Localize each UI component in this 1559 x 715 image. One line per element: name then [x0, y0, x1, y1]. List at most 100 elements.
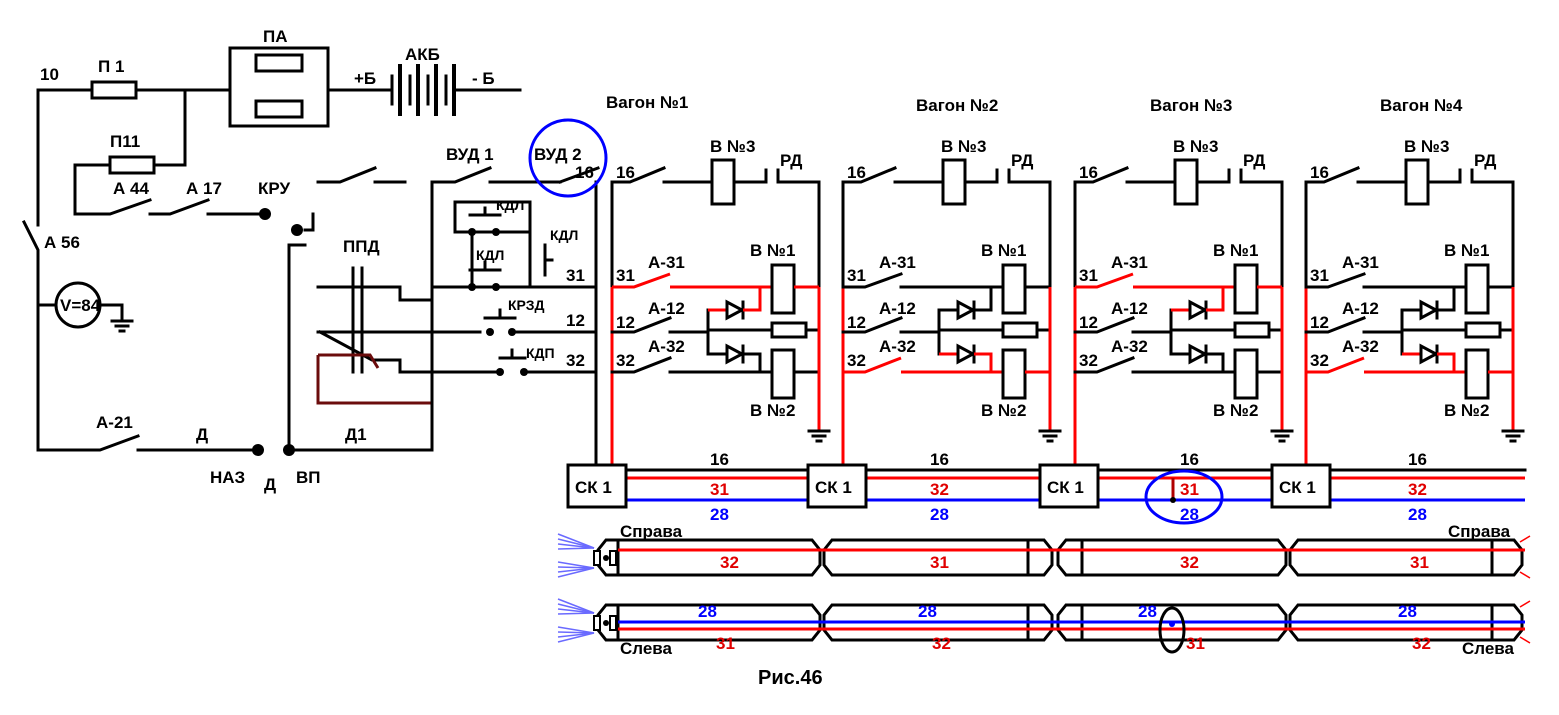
train-top-red-label: 31 — [1410, 553, 1429, 572]
contact-a31-label: А-31 — [648, 253, 685, 272]
contact-a44-label: А 44 — [113, 179, 149, 198]
relay-b2-label: В №2 — [1444, 401, 1489, 420]
sk-label: СК 1 — [575, 478, 612, 497]
relay-b1-coil — [1233, 263, 1259, 315]
relay-b1-label: В №1 — [750, 241, 795, 260]
ground-icon — [1501, 429, 1525, 443]
relay-b3-coil — [941, 158, 967, 206]
bus-red-label: 31 — [710, 480, 729, 499]
kru-terminal-left — [259, 208, 271, 220]
ppd-block: ППД — [316, 180, 434, 452]
wagons-group: Вагон №1 16 В №3 РД 31 А-31 В №1 12 А-12 32 А-32 В … — [606, 93, 1525, 472]
sk-connector-2: СК 1 — [806, 463, 868, 509]
fuse-p11 — [108, 155, 156, 175]
kdp-label: КДП — [526, 345, 555, 361]
relay-b3-coil — [1173, 158, 1199, 206]
bus-red-label: 31 — [1180, 480, 1199, 499]
wagon-line12-label: 12 — [1310, 313, 1329, 332]
battery-akb — [390, 64, 456, 116]
bus-red-label: 32 — [930, 480, 949, 499]
relay-b3-coil — [710, 158, 736, 206]
contact-a31-label: А-31 — [1111, 253, 1148, 272]
relay-b1-coil — [1001, 263, 1027, 315]
relay-rd-label: РД — [1474, 151, 1496, 170]
bus-blue-label: 28 — [1408, 505, 1427, 524]
vud2-wire16-label: 16 — [575, 163, 594, 182]
relay-b1-coil — [770, 263, 796, 315]
krzd-label: КРЗД — [508, 297, 544, 313]
relay-b3-coil — [1404, 158, 1430, 206]
relay-b1-label: В №1 — [1213, 241, 1258, 260]
power-supply: 10 П 1 ПА АКБ +Б - Б П11 А 44 А 17 КРУ V… — [21, 27, 522, 494]
wire-d-label: Д — [196, 425, 208, 444]
wagon-wire16-label: 16 — [1310, 163, 1329, 182]
bus16-label: 16 — [710, 450, 729, 469]
wagon-line31-label: 31 — [616, 266, 635, 285]
bus-blue-label: 28 — [1180, 505, 1199, 524]
resistor — [1464, 321, 1502, 339]
train-bottom-red-label: 32 — [932, 634, 951, 653]
train-top-red-label: 31 — [930, 553, 949, 572]
fuse-pa-1 — [254, 53, 304, 73]
contact-a56-label: А 56 — [44, 233, 80, 252]
relay-b2-label: В №2 — [1213, 401, 1258, 420]
relay-b2-coil — [1001, 348, 1027, 400]
relay-b1-label: В №1 — [981, 241, 1026, 260]
wagon-line32-label: 32 — [1310, 351, 1329, 370]
kdl-label-2: КДЛ — [476, 247, 504, 263]
wagon-title: Вагон №1 — [606, 93, 688, 112]
naz-terminal — [252, 444, 264, 456]
ground-icon — [110, 319, 134, 333]
line-31-label: 31 — [566, 266, 585, 285]
kru-label: КРУ — [258, 179, 290, 198]
fuse-pa-2 — [254, 99, 304, 119]
kru-terminal-right — [291, 224, 303, 236]
line-12-label: 12 — [566, 311, 585, 330]
wagon-title: Вагон №2 — [916, 96, 998, 115]
contact-a32-label: А-32 — [1342, 337, 1379, 356]
diode-icon — [1188, 343, 1209, 365]
fuse-p1-label: П 1 — [98, 57, 124, 76]
voltmeter-label: V=84 — [60, 296, 101, 315]
train-bottom-red-label: 31 — [716, 634, 735, 653]
resistor — [1001, 321, 1039, 339]
relay-rd-label: РД — [1243, 151, 1265, 170]
train-blue-label: 28 — [1138, 602, 1157, 621]
relay-b3-label: В №3 — [1173, 137, 1218, 156]
naz-label: НАЗ — [210, 468, 245, 487]
sk-label: СК 1 — [1279, 478, 1316, 497]
diode-icon — [1419, 299, 1440, 321]
battery-minus-label: - Б — [472, 69, 495, 88]
contact-a12-label: А-12 — [648, 299, 685, 318]
sk-label: СК 1 — [1047, 478, 1084, 497]
relay-b1-coil — [1464, 263, 1490, 315]
fuse-p11-label: П11 — [110, 132, 140, 151]
resistor — [770, 321, 808, 339]
diode-icon — [725, 343, 746, 365]
wagon-line32-label: 32 — [1079, 351, 1098, 370]
contact-a12-label: А-12 — [1342, 299, 1379, 318]
train-car — [1056, 538, 1288, 577]
contact-a32-label: А-32 — [1111, 337, 1148, 356]
vp-label: ВП — [296, 468, 321, 487]
train-car — [1288, 538, 1524, 577]
left-side-label-right: Слева — [1462, 639, 1515, 658]
relay-rd-label: РД — [1011, 151, 1033, 170]
relay-b2-coil — [1464, 348, 1490, 400]
bus16-label: 16 — [930, 450, 949, 469]
line-32-label: 32 — [566, 351, 585, 370]
fuse-pa-label: ПА — [263, 27, 288, 46]
ppd-label: ППД — [343, 237, 380, 256]
wagon-line12-label: 12 — [1079, 313, 1098, 332]
train-blue-label: 28 — [1398, 602, 1417, 621]
fuse-p1 — [90, 80, 138, 100]
relay-b1-label: В №1 — [1444, 241, 1489, 260]
wire-d-bottom-label: Д — [264, 475, 276, 494]
wagon-line31-label: 31 — [847, 266, 866, 285]
ground-icon — [807, 429, 831, 443]
left-side-label-left: Слева — [620, 639, 673, 658]
